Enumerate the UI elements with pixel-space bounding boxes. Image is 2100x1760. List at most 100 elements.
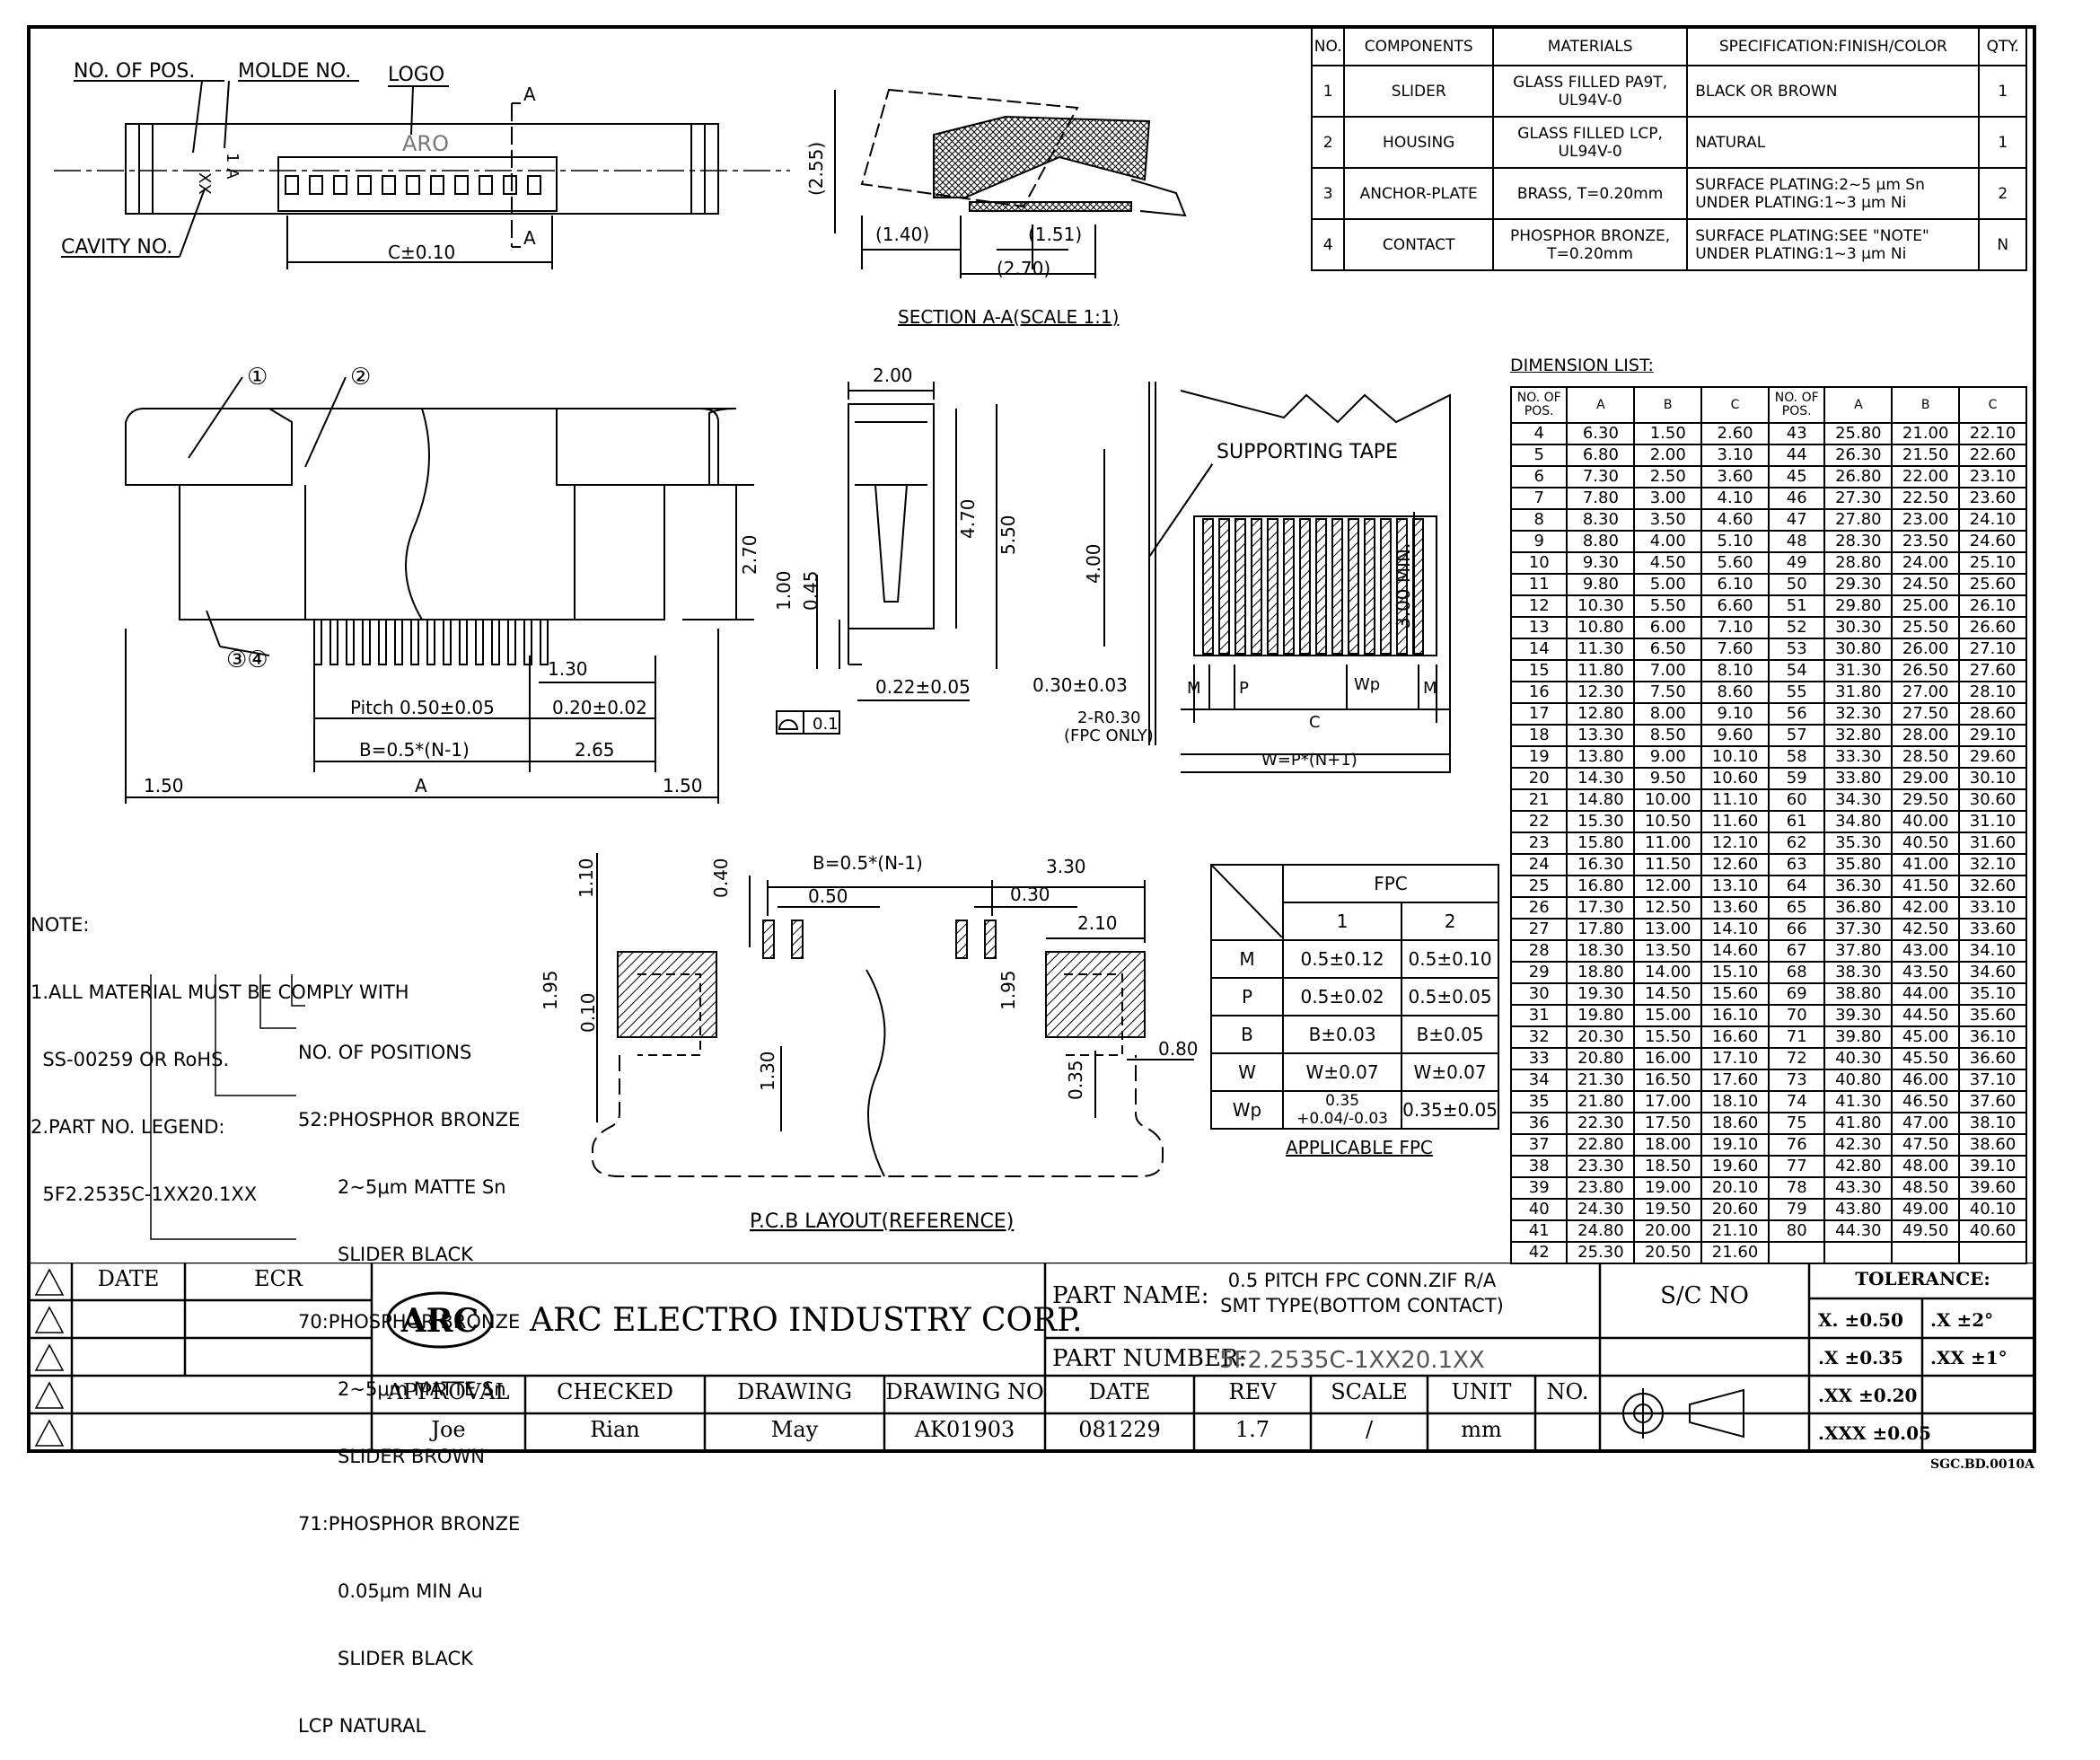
bom-qty: 2 [1978, 167, 2027, 220]
dim-cell: 50 [1767, 573, 1826, 596]
sec-dim-255: (2.55) [805, 142, 827, 196]
sec-dim-151: (1.51) [1028, 224, 1082, 245]
tol-deg-2: .XX ±1° [1930, 1347, 2008, 1368]
front-dim-270: 2.70 [739, 534, 760, 575]
note-line: 1.ALL MATERIAL MUST BE COMPLY WITH [31, 981, 409, 1003]
dim-cell: 24.10 [1958, 508, 2027, 532]
dim-cell: 3.00 [1633, 487, 1703, 510]
dim-cell: 15.50 [1633, 1025, 1703, 1049]
side-dim-022: 0.22±0.05 [875, 676, 971, 698]
dim-cell: 6.50 [1633, 638, 1703, 661]
top-view [54, 80, 790, 269]
dim-cell: 6.10 [1700, 573, 1770, 596]
dim-cell [1767, 1241, 1826, 1264]
dim-cell: 14.80 [1566, 788, 1636, 812]
dim-cell: 48.00 [1891, 1155, 1961, 1178]
dim-cell: 11 [1509, 573, 1568, 596]
company-name: ARC ELECTRO INDUSTRY CORP. [530, 1302, 1083, 1339]
fpc-contact-stripe [1331, 518, 1343, 655]
dim-cell: 32 [1509, 1025, 1568, 1049]
bom-no: 3 [1310, 167, 1346, 220]
bom-component: CONTACT [1343, 218, 1495, 271]
dim-h-c: C [1700, 386, 1770, 424]
dim-cell: 27.10 [1958, 638, 2027, 661]
notes-block: NOTE: 1.ALL MATERIAL MUST BE COMPLY WITH… [31, 869, 409, 1228]
flatness-value: 0.1 [813, 715, 839, 734]
dim-cell: 16.30 [1566, 853, 1636, 876]
dim-cell: 23.50 [1891, 530, 1961, 553]
part-number-label: PART NUMBER: [1052, 1345, 1247, 1372]
dim-cell: 29.30 [1823, 573, 1894, 596]
front-pin [378, 619, 387, 665]
dim-cell: 26.30 [1823, 444, 1894, 467]
tape-w: W=P*(N+1) [1261, 751, 1358, 770]
dim-cell: 39.60 [1958, 1176, 2027, 1200]
dim-cell: 6.30 [1566, 422, 1636, 445]
dim-cell: 58 [1767, 745, 1826, 769]
dim-cell: 65 [1767, 896, 1826, 920]
dim-cell: 34.30 [1823, 788, 1894, 812]
dim-cell: 19 [1509, 745, 1568, 769]
tb-header: CHECKED [557, 1379, 673, 1404]
dim-cell: 14.10 [1700, 918, 1770, 941]
dim-cell: 48 [1767, 530, 1826, 553]
dim-cell: 4.60 [1700, 508, 1770, 532]
fpc-cell: B±0.05 [1401, 1015, 1499, 1054]
pcb-dim-050: 0.50 [808, 885, 848, 907]
dim-c-tol: C±0.10 [388, 242, 455, 263]
top-pin [503, 175, 517, 195]
fpc-cell: 0.5±0.05 [1401, 977, 1499, 1016]
flatness-icon [778, 719, 799, 730]
dim-cell: 32.60 [1958, 875, 2027, 898]
dim-cell: 33.80 [1823, 767, 1894, 790]
fpc-contact-stripe [1348, 518, 1359, 655]
part-number: 5F2.2535C-1XX20.1XX [1219, 1347, 1485, 1374]
dim-cell: 10.60 [1700, 767, 1770, 790]
dim-cell: 52 [1767, 616, 1826, 639]
dim-cell: 5.50 [1633, 594, 1703, 618]
front-pin [394, 619, 403, 665]
bom-spec: NATURAL [1686, 116, 1981, 169]
label-no-of-pos: NO. OF POS. [74, 60, 195, 83]
dim-cell: 13.50 [1633, 939, 1703, 963]
fpc-contact-stripe [1396, 518, 1408, 655]
dim-cell: 14.00 [1633, 961, 1703, 984]
dim-cell: 29 [1509, 961, 1568, 984]
dim-cell: 16.60 [1700, 1025, 1770, 1049]
bom-h-qty: QTY. [1978, 27, 2027, 66]
dim-cell: 36.30 [1823, 875, 1894, 898]
dim-cell: 12.00 [1633, 875, 1703, 898]
fpc-cell: 0.35±0.05 [1401, 1090, 1499, 1130]
dim-cell: 40.60 [1958, 1219, 2027, 1243]
tape-dim-r030: 2-R0.30 [1077, 708, 1141, 727]
dim-cell: 13.00 [1633, 918, 1703, 941]
dim-cell: 37.30 [1823, 918, 1894, 941]
dim-cell: 41.00 [1891, 853, 1961, 876]
bom-material: BRASS, T=0.20mm [1492, 167, 1689, 220]
dim-cell: 53 [1767, 638, 1826, 661]
dim-cell: 8.60 [1700, 681, 1770, 704]
dim-cell: 7.00 [1633, 659, 1703, 682]
notes-header: NOTE: [31, 914, 90, 936]
dim-cell: 66 [1767, 918, 1826, 941]
bom-material: GLASS FILLED LCP, UL94V-0 [1492, 116, 1689, 169]
dim-cell: 47.50 [1891, 1133, 1961, 1157]
dim-cell [1891, 1241, 1961, 1264]
company-logo-ring [386, 1291, 494, 1349]
bom-material: PHOSPHOR BRONZE, T=0.20mm [1492, 218, 1689, 271]
front-pin [507, 619, 516, 665]
dim-cell: 36.10 [1958, 1025, 2027, 1049]
fpc-row-label: B [1210, 1015, 1284, 1054]
dim-cell: 23.30 [1566, 1155, 1636, 1178]
dim-cell: 9.10 [1700, 702, 1770, 726]
dim-cell: 49.50 [1891, 1219, 1961, 1243]
note-line: SS-00259 OR RoHS. [31, 1049, 230, 1070]
tb-value: May [770, 1417, 819, 1442]
